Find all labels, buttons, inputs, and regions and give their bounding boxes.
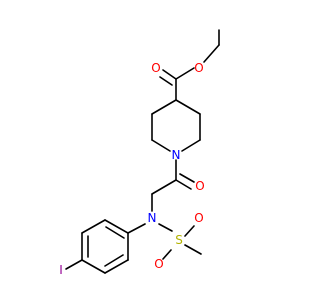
bond-benzene-1-inner bbox=[105, 226, 125, 239]
bond-amide-co-1 bbox=[175, 179, 192, 190]
bond-carbonyl-2 bbox=[159, 76, 173, 86]
bond-s-methyl bbox=[184, 244, 202, 255]
atom-o-ether-ester: O bbox=[194, 61, 203, 75]
bond-ring-1 bbox=[175, 99, 201, 115]
bond-amide-c-ch2 bbox=[151, 179, 177, 195]
bond-benzene-2 bbox=[81, 219, 106, 234]
atom-o-carbonyl-ester: O bbox=[151, 61, 160, 75]
bond-benzene-5-inner bbox=[104, 254, 124, 267]
atom-iodine: I bbox=[59, 263, 63, 277]
bond-benzene-1 bbox=[104, 219, 129, 234]
atom-o-sulfonyl-left: O bbox=[154, 257, 163, 271]
bond-s-o-right bbox=[184, 225, 195, 237]
bond-n-aryl bbox=[127, 223, 146, 234]
atom-o-sulfonyl-right: O bbox=[194, 211, 203, 225]
bond-ethyl-ch2-o bbox=[203, 44, 220, 63]
bond-benzene-4 bbox=[81, 259, 106, 274]
bond-s-o-left bbox=[162, 249, 172, 260]
atom-o-amide: O bbox=[195, 179, 204, 193]
atom-s-sulfonyl: S bbox=[175, 233, 183, 247]
bond-n-s bbox=[158, 223, 173, 232]
bond-ring-3 bbox=[181, 139, 201, 152]
atom-n-piperidine: N bbox=[172, 148, 181, 162]
bond-benzene-5 bbox=[104, 259, 129, 274]
bond-ring-6 bbox=[151, 99, 177, 115]
bond-amide-co-2 bbox=[179, 173, 195, 183]
molecule-structure: O O N O N S O O I bbox=[59, 29, 220, 277]
bond-c-i bbox=[65, 259, 83, 270]
bond-carbonyl-1 bbox=[162, 69, 177, 80]
atom-n-sulfonamide: N bbox=[148, 211, 157, 225]
bond-ester-o-carbon bbox=[175, 67, 195, 80]
bond-ring-4 bbox=[151, 139, 171, 152]
